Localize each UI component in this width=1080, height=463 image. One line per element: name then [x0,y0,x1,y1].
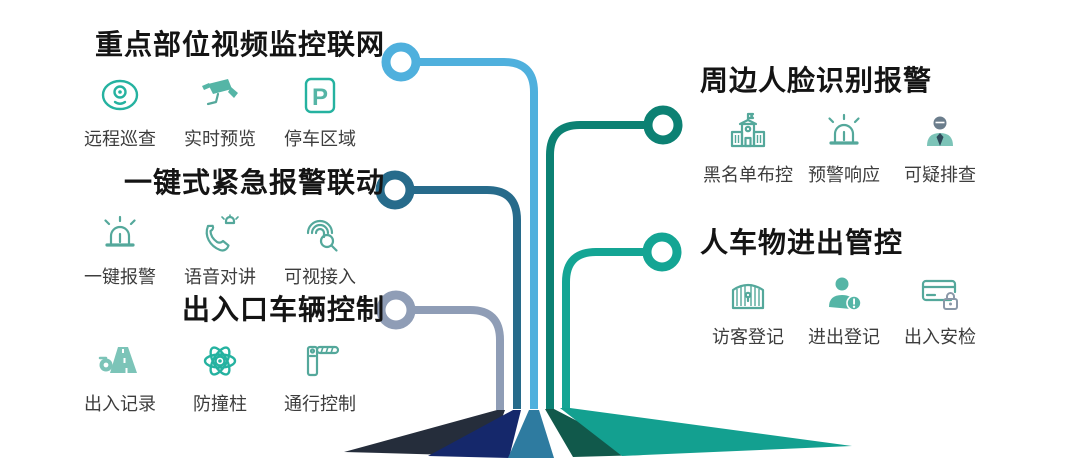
feature-item: 预警响应 [796,110,892,187]
feature-item: 可疑排查 [892,110,988,187]
feature-item: 可视接入 [270,212,370,289]
feature-item: 出入记录 [70,339,170,416]
trunk-ray-teal [560,408,852,456]
feature-row: 远程巡查 实时预览 P [70,74,385,151]
feature-label: 出入安检 [904,327,976,347]
feature-label: 语音对讲 [184,267,256,287]
feature-item: 通行控制 [270,339,370,416]
feature-item: 实时预览 [170,74,270,151]
road-record-icon [97,339,143,383]
connector-vehicle-control [396,306,504,410]
webcam-icon [97,74,143,118]
feature-item: 黑名单布控 [700,110,796,187]
section-video-network: 重点部位视频监控联网 远程巡查 [70,28,385,151]
feature-item: 出入安检 [892,272,988,349]
node-vehicle-control [376,290,416,330]
register-person-icon [821,272,867,316]
feature-label: 可疑排查 [904,165,976,185]
connector-access-control [562,248,662,409]
section-title: 人车物进出管控 [700,227,904,258]
voice-intercom-icon [197,212,243,256]
trunk-ray-steel-blue [508,410,554,458]
feature-label: 黑名单布控 [703,165,793,185]
section-title: 周边人脸识别报警 [700,65,933,96]
security-card-icon [917,272,963,316]
visitor-gate-icon [725,272,771,316]
feature-item: P 停车区域 [270,74,370,151]
feature-label: 可视接入 [284,267,356,287]
feature-item: 一键报警 [70,212,170,289]
feature-row: 访客登记 进出登记 [700,272,992,349]
connector-emergency-alarm [395,186,521,409]
section-title: 一键式紧急报警联动 [123,167,385,198]
feature-label: 出入记录 [84,394,156,414]
connector-face-recognition [546,121,663,409]
feature-label: 实时预览 [184,129,256,149]
alert-siren-icon [821,110,867,154]
feature-item: 语音对讲 [170,212,270,289]
connector-video-network [401,58,538,409]
section-face-recognition: 周边人脸识别报警 黑名单布控 [700,64,992,187]
parking-icon: P [297,74,343,118]
section-vehicle-control: 出入口车辆控制 出入记录 [70,293,385,416]
cctv-camera-icon [197,74,243,118]
feature-label: 进出登记 [808,327,880,347]
feature-row: 一键报警 语音对讲 [70,212,385,289]
node-face-recognition [643,105,683,145]
feature-item: 进出登记 [796,272,892,349]
section-title: 出入口车辆控制 [181,294,385,325]
section-emergency-alarm: 一键式紧急报警联动 一键报警 [70,166,385,289]
blacklist-building-icon [725,110,771,154]
node-emergency-alarm [375,170,415,210]
bollard-icon [197,339,243,383]
feature-row: 出入记录 防撞柱 [70,339,385,416]
feature-label: 访客登记 [712,327,784,347]
feature-item: 远程巡查 [70,74,170,151]
trunk-ray-navy [428,410,521,458]
svg-text:P: P [312,84,328,111]
feature-label: 防撞柱 [193,394,247,414]
feature-item: 访客登记 [700,272,796,349]
fingerprint-access-icon [297,212,343,256]
suspect-person-icon [917,110,963,154]
section-access-control: 人车物进出管控 访客登记 [700,226,992,349]
feature-label: 通行控制 [284,394,356,414]
node-access-control [642,232,682,272]
section-title: 重点部位视频监控联网 [94,29,385,60]
siren-icon [97,212,143,256]
feature-row: 黑名单布控 预警响应 [700,110,992,187]
feature-item: 防撞柱 [170,339,270,416]
barrier-gate-icon [297,339,343,383]
node-video-network [381,42,421,82]
feature-label: 远程巡查 [84,129,156,149]
feature-label: 停车区域 [284,129,356,149]
feature-label: 预警响应 [808,165,880,185]
feature-label: 一键报警 [84,267,156,287]
